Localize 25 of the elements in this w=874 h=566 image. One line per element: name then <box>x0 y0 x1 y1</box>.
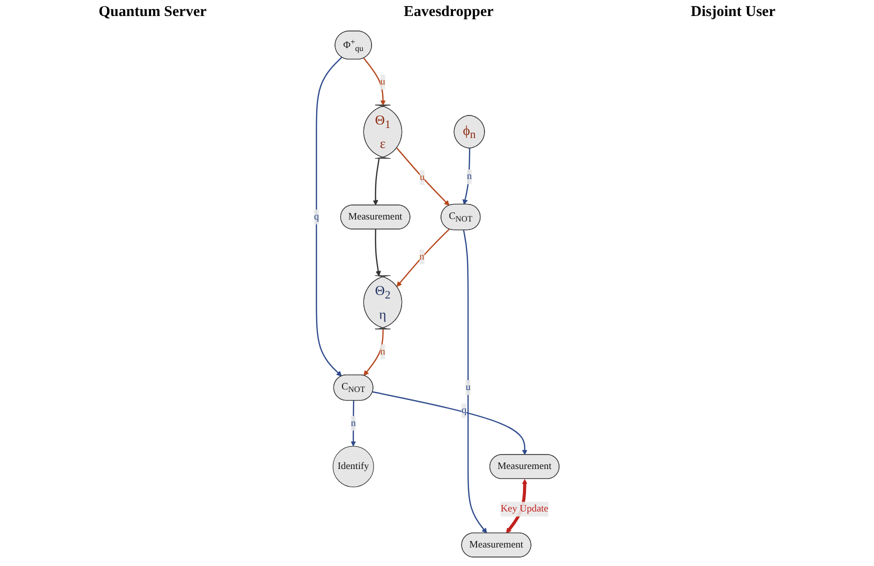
edge-label: q <box>462 405 467 416</box>
arrow <box>373 158 380 206</box>
node-circle: Identify <box>333 446 374 488</box>
edge-label: n <box>380 346 386 357</box>
edge-label: u <box>466 382 471 393</box>
arrow <box>372 391 528 456</box>
arrow <box>351 400 356 446</box>
edge-label: u <box>380 76 386 88</box>
column-heading: Eavesdropper <box>404 4 494 20</box>
edge-label: q <box>314 211 320 222</box>
column-heading: Quantum Server <box>98 4 207 20</box>
edge-label: u <box>420 172 426 182</box>
arrow <box>397 228 450 287</box>
arrow <box>375 229 382 276</box>
arrow <box>316 56 343 376</box>
arrow <box>463 230 488 534</box>
edge-label: n <box>351 418 356 428</box>
arrow <box>462 148 471 205</box>
arrow <box>364 329 384 376</box>
edge-label: n <box>467 171 472 182</box>
column-heading: Disjoint User <box>690 4 776 20</box>
arrow <box>396 148 450 206</box>
edge-label: Key Update <box>501 504 549 514</box>
edge-label: n <box>420 251 425 262</box>
arrow <box>364 58 386 106</box>
